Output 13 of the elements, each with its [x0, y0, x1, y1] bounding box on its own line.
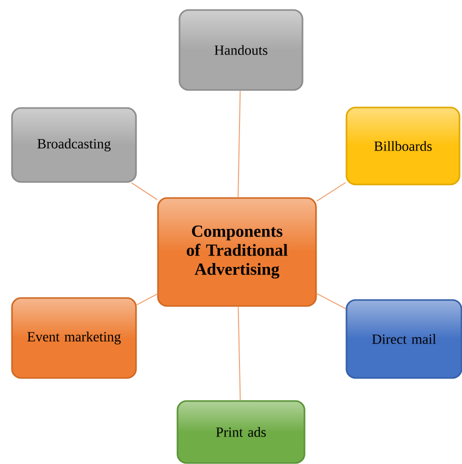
connector-line [316, 293, 346, 310]
connector-line [238, 90, 241, 198]
component-box: Direct mail [346, 299, 462, 379]
connector-line [136, 294, 158, 306]
component-box: Handouts [178, 9, 304, 91]
topic-box: Components of Traditional Advertising [157, 197, 317, 307]
component-box: Billboards [346, 106, 460, 186]
component-box: Print ads [176, 400, 306, 464]
component-box: Event marketing [11, 297, 137, 379]
component-box: Broadcasting [11, 107, 137, 183]
connector-line [131, 182, 158, 200]
connector-line [238, 306, 241, 401]
connector-line [316, 182, 346, 202]
